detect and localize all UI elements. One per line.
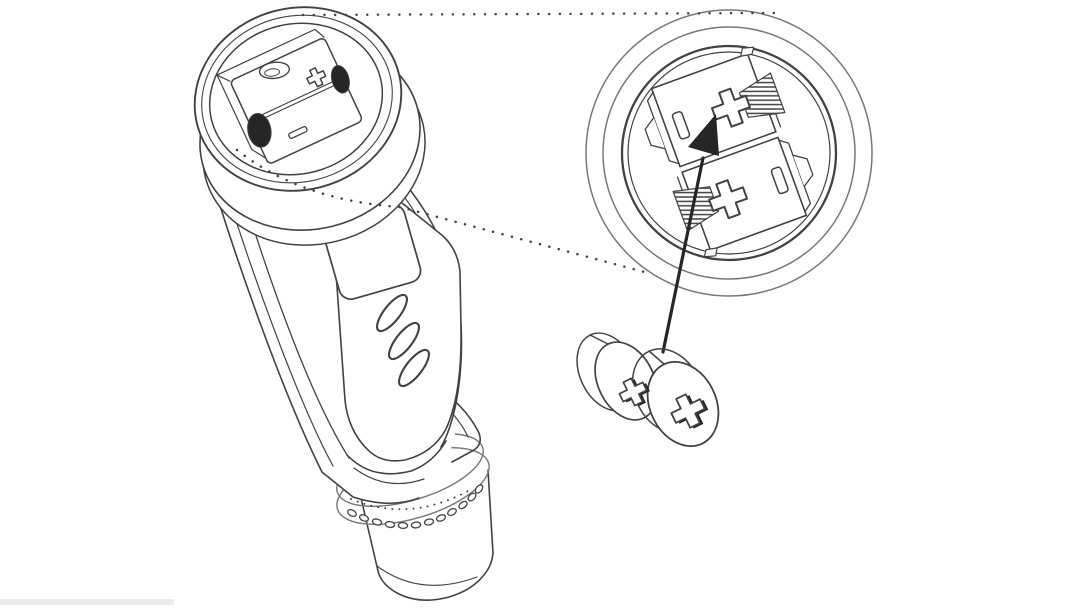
compartment-back-wall — [216, 28, 325, 82]
compartment-detail — [644, 46, 814, 258]
magnifier-middle-circle — [602, 26, 856, 280]
battery-clip — [644, 117, 666, 150]
cap-battery-compartment — [216, 28, 363, 164]
arrow-shaft — [661, 156, 705, 354]
slot-b-right-rail — [778, 139, 812, 213]
device — [193, 6, 494, 601]
contact-slot — [671, 111, 691, 140]
cap-recess — [208, 22, 384, 176]
vent-slot — [376, 293, 408, 333]
under-panel-curve — [346, 440, 447, 475]
vent-slot — [398, 348, 430, 388]
corner-tab — [703, 247, 718, 258]
body-bottom-facets — [321, 471, 420, 505]
knurl-bumps — [347, 484, 484, 530]
lift-notch-inner — [264, 68, 281, 77]
arrow-head — [688, 114, 719, 156]
insertion-arrow — [661, 114, 719, 354]
plus-polarity-icon — [708, 179, 749, 220]
plus-polarity-icon — [618, 377, 650, 407]
under-panel-curve-2 — [353, 467, 425, 485]
lift-notch — [258, 61, 291, 80]
compartment-ring-outer — [620, 44, 838, 262]
compartment-left-wall — [216, 74, 267, 159]
corner-tab — [740, 46, 755, 57]
leader-lines — [235, 11, 777, 276]
plus-polarity-icon — [670, 393, 709, 429]
magnified-detail-view — [585, 9, 873, 297]
contact-slot — [770, 166, 789, 195]
minus-polarity-slot — [288, 125, 308, 139]
cap-rim — [201, 14, 393, 184]
battery-clip — [792, 154, 814, 187]
vent-slot — [388, 321, 420, 361]
spring-contact — [330, 65, 350, 94]
leader-line-top — [301, 11, 777, 17]
page-edge-line — [0, 599, 174, 605]
plus-polarity-icon — [306, 67, 327, 88]
collar-dot-arc — [350, 490, 469, 511]
magnifier-outer-circle — [585, 9, 873, 297]
spring-contact — [247, 112, 272, 148]
plus-polarity-icon — [710, 87, 751, 128]
vent-slots — [376, 293, 430, 388]
tail-cylinder-inner-edge — [376, 565, 478, 586]
compartment-ring-inner — [627, 51, 831, 255]
slot-a-left-rail — [646, 91, 680, 165]
batteries — [576, 332, 720, 448]
